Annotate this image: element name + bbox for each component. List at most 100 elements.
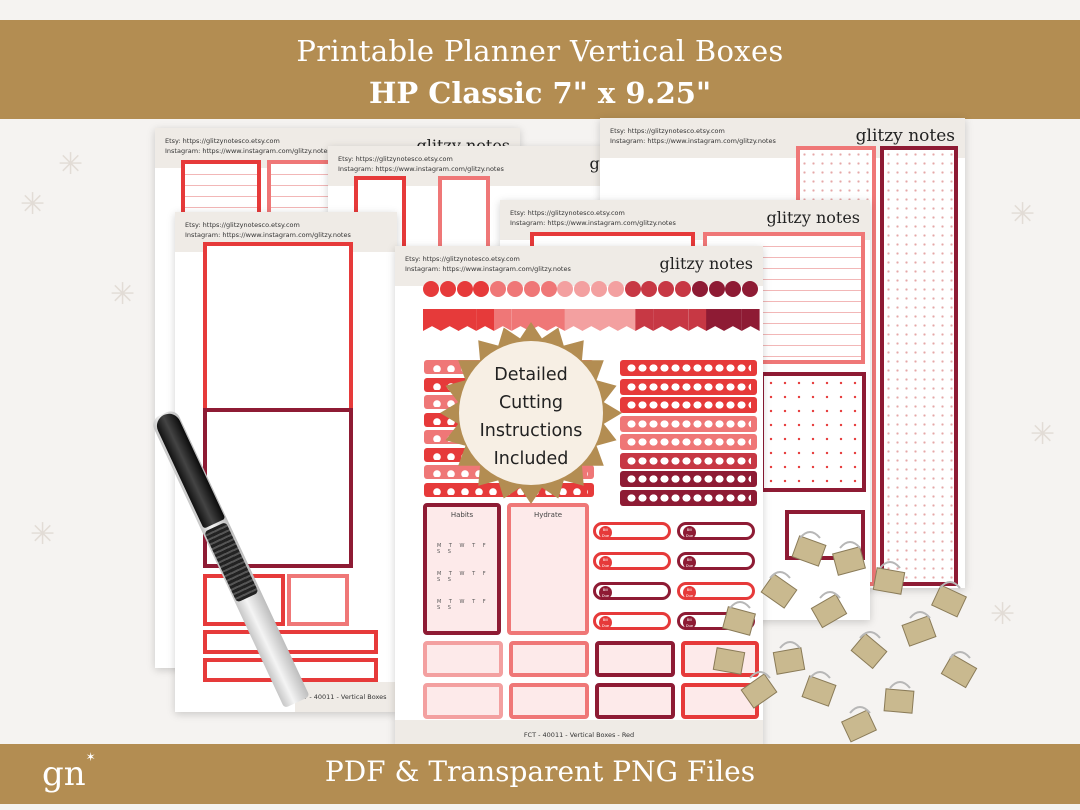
instagram-link: Instagram: https://www.instagram.com/gli… [610, 137, 776, 145]
circle-sticker [473, 281, 490, 297]
bill-due-sticker: Bill Due [677, 522, 755, 540]
circle-sticker [742, 281, 759, 297]
badge-line: Instructions [479, 421, 583, 441]
brand-name: glitzy notes [766, 208, 860, 227]
checklist-strip [620, 378, 757, 395]
etsy-link: Etsy: https://glitzynotesco.etsy.com [610, 127, 725, 135]
circle-sticker [691, 281, 708, 297]
sparkle-icon: ✳ [58, 147, 84, 182]
circle-sticker [591, 281, 607, 297]
sticker-box [203, 242, 353, 414]
flag-sticker [582, 309, 601, 331]
instagram-link: Instagram: https://www.instagram.com/gli… [338, 165, 504, 173]
checkbox-dots [626, 418, 751, 429]
bill-due-label: Bill Due [599, 526, 612, 539]
sheet-footer: FCT - 40011 - Vertical Boxes [295, 682, 397, 712]
circle-sticker [423, 281, 439, 297]
sheet-header: Etsy: https://glitzynotesco.etsy.com Ins… [395, 246, 763, 286]
etsy-link: Etsy: https://glitzynotesco.etsy.com [165, 137, 280, 145]
bill-due-sticker: Bill Due [677, 552, 755, 570]
sticker-box [880, 146, 958, 586]
brand-name: glitzy notes [855, 126, 955, 146]
circle-sticker [523, 281, 540, 297]
sheet-left: Etsy: https://glitzynotesco.etsy.com Ins… [175, 212, 397, 712]
etsy-link: Etsy: https://glitzynotesco.etsy.com [510, 209, 625, 217]
checkbox-dots [626, 492, 751, 503]
checklist-strip [620, 489, 757, 506]
instagram-link: Instagram: https://www.instagram.com/gli… [165, 147, 331, 155]
flag-sticker [564, 309, 583, 331]
badge-text: Detailed Cutting Instructions Included [459, 341, 603, 485]
circle-sticker [507, 281, 523, 297]
sparkle-icon: ✳ [1030, 417, 1056, 452]
circle-sticker [540, 281, 557, 297]
bill-due-label: Bill Due [599, 556, 612, 569]
bill-due-label: Bill Due [683, 586, 696, 599]
binder-clips-icon [712, 531, 978, 743]
week-letters: M T W T F S S [437, 599, 489, 611]
circle-sticker [557, 281, 574, 297]
bill-due-sticker: Bill Due [593, 552, 671, 570]
etsy-link: Etsy: https://glitzynotesco.etsy.com [405, 255, 520, 263]
title-banner: Printable Planner Vertical Boxes HP Clas… [0, 20, 1080, 119]
badge-line: Included [493, 449, 569, 469]
bill-due-sticker: Bill Due [593, 612, 671, 630]
flag-sticker [723, 309, 742, 331]
circle-sticker [456, 281, 473, 297]
bill-due-label: Bill Due [683, 526, 696, 539]
etsy-link: Etsy: https://glitzynotesco.etsy.com [338, 155, 453, 163]
flag-sticker [600, 309, 618, 331]
gn-logo: gn✶ [42, 750, 96, 794]
flag-sticker [458, 309, 477, 331]
flag-sticker [688, 309, 707, 331]
checkbox-dots [626, 474, 751, 484]
sparkle-icon: ✳ [110, 277, 136, 312]
badge-line: Detailed [494, 365, 568, 385]
badge-line: Cutting [498, 393, 564, 413]
bill-due-label: Bill Due [683, 616, 696, 629]
flag-sticker [476, 309, 495, 331]
flag-sticker [706, 309, 725, 331]
circle-sticker [708, 281, 725, 297]
sticker-box [203, 408, 353, 568]
banner-subtitle: HP Classic 7" x 9.25" [368, 76, 712, 110]
circle-sticker [658, 281, 675, 297]
flag-sticker [493, 309, 512, 331]
habits-title: Habits [450, 511, 474, 519]
footer-banner: PDF & Transparent PNG Files [0, 744, 1080, 804]
hydrate-title: Hydrate [533, 511, 563, 519]
banner-footer-text: PDF & Transparent PNG Files [324, 755, 756, 788]
sparkle-icon: ✳ [990, 597, 1016, 632]
flag-sticker [423, 309, 441, 331]
bill-due-sticker: Bill Due [593, 582, 671, 600]
circle-sticker [607, 281, 624, 297]
flag-sticker [440, 309, 459, 331]
bill-due-label: Bill Due [683, 556, 696, 569]
etsy-link: Etsy: https://glitzynotesco.etsy.com [185, 221, 300, 229]
circle-sticker [641, 281, 658, 297]
checklist-strip [620, 434, 757, 450]
week-letters: M T W T F S S [437, 571, 489, 583]
checklist-strip [620, 360, 757, 376]
sticker-box [760, 372, 866, 492]
checkbox-dots [626, 400, 751, 410]
weekly-strip [595, 641, 675, 677]
checkbox-dots [626, 455, 751, 466]
circle-sticker [574, 281, 591, 297]
hydrate-tracker: Hydrate [507, 503, 589, 635]
flag-sticker [670, 309, 689, 331]
checklist-strip [620, 397, 757, 413]
instagram-link: Instagram: https://www.instagram.com/gli… [510, 219, 676, 227]
flag-sticker [546, 309, 565, 331]
weekly-strip [509, 641, 589, 677]
checklist-strip [620, 415, 757, 432]
bill-due-label: Bill Due [599, 586, 612, 599]
sticker-box [203, 630, 378, 654]
sparkle-icon: ✳ [20, 187, 46, 222]
circle-sticker [725, 281, 742, 297]
flag-sticker [511, 309, 530, 331]
banner-title: Printable Planner Vertical Boxes [296, 34, 784, 68]
checkbox-dots [626, 437, 751, 447]
weekly-strip [509, 683, 589, 719]
habits-tracker: Habits M T W T F S S M T W T F S S M T W… [423, 503, 501, 635]
